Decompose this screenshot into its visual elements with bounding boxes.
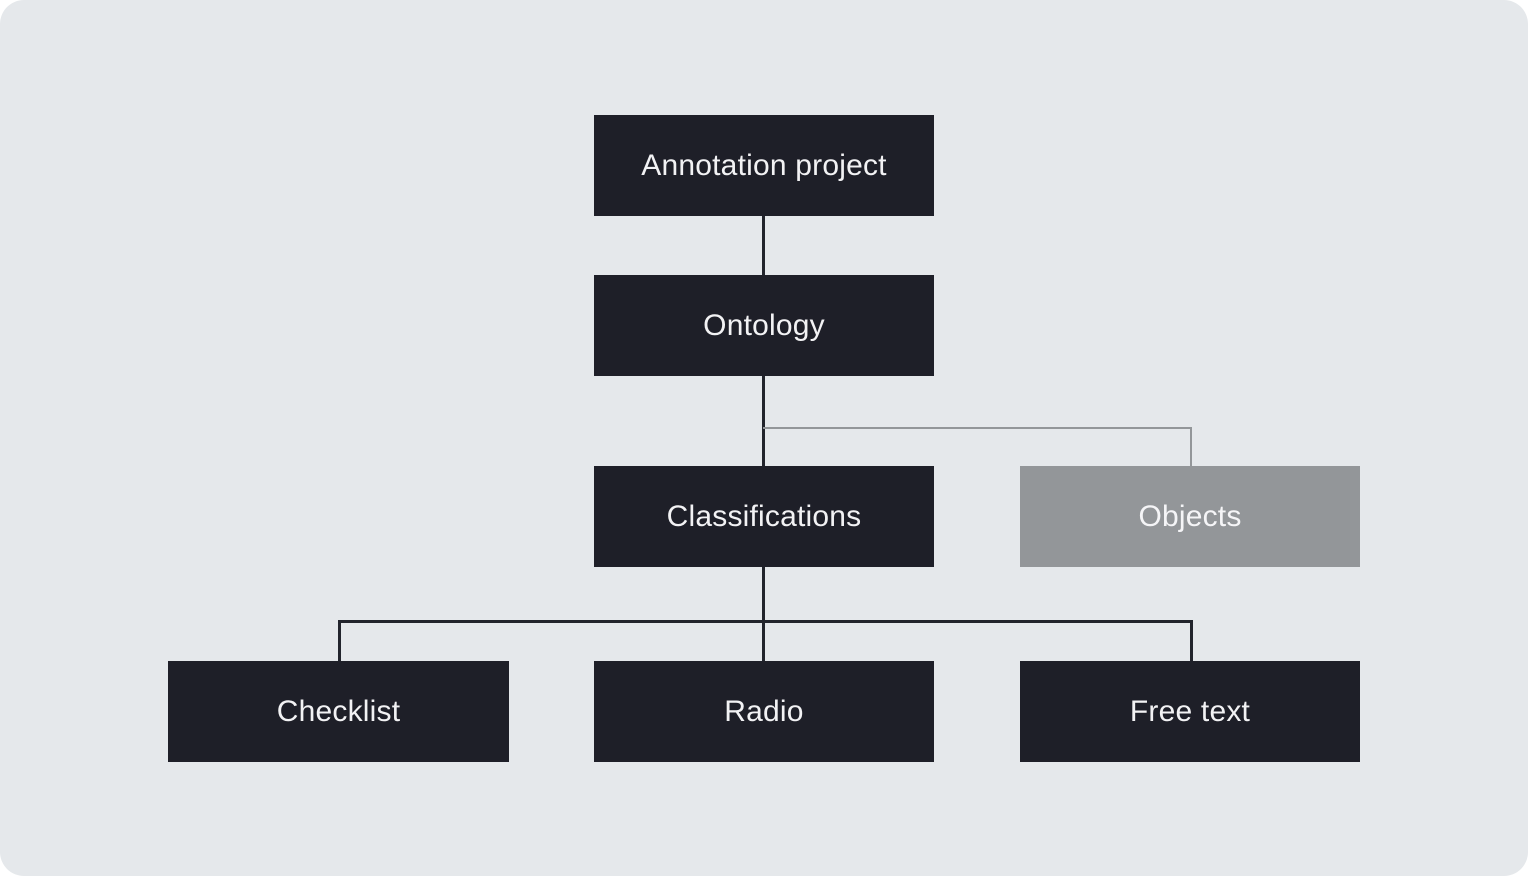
node-free-text[interactable]: Free text xyxy=(1020,661,1360,762)
node-ontology[interactable]: Ontology xyxy=(594,275,934,376)
node-label-objects: Objects xyxy=(1138,499,1242,533)
node-checklist[interactable]: Checklist xyxy=(168,661,509,762)
node-label-checklist: Checklist xyxy=(276,694,401,728)
edge-ontology-stem xyxy=(762,376,765,467)
edge-ontology-to-objects-horizontal xyxy=(763,427,1192,429)
edge-classifications-bus xyxy=(338,620,1193,623)
node-label-annotation-project: Annotation project xyxy=(641,148,887,182)
edge-bus-to-free-text xyxy=(1190,620,1193,662)
node-label-radio: Radio xyxy=(724,694,804,728)
edge-ontology-to-objects-vertical xyxy=(1190,427,1192,467)
edge-classifications-stem xyxy=(762,566,765,662)
edge-bus-to-checklist xyxy=(338,620,341,662)
node-objects[interactable]: Objects xyxy=(1020,466,1360,567)
node-label-free-text: Free text xyxy=(1129,694,1251,728)
node-classifications[interactable]: Classifications xyxy=(594,466,934,567)
node-label-classifications: Classifications xyxy=(666,499,862,533)
edge-annotation-project-to-ontology xyxy=(762,216,765,276)
node-annotation-project[interactable]: Annotation project xyxy=(594,115,934,216)
node-radio[interactable]: Radio xyxy=(594,661,934,762)
node-label-ontology: Ontology xyxy=(703,308,825,342)
